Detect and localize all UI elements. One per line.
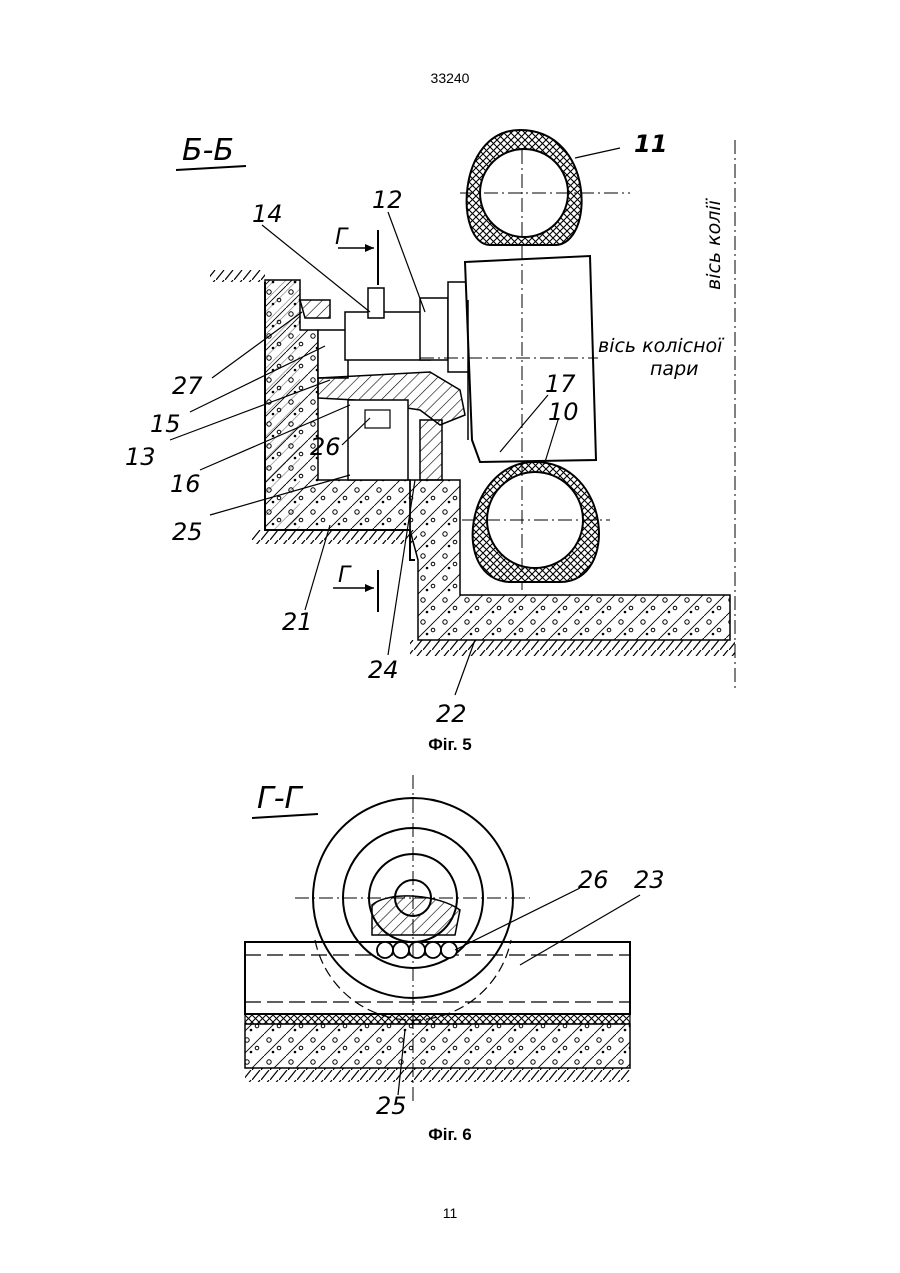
callout-23: 23	[634, 866, 665, 894]
callout-25-fig6: 25	[376, 1092, 407, 1120]
bracket-27	[300, 300, 330, 318]
svg-text:Г: Г	[338, 563, 352, 588]
axis-label-wheelset: вісь колісної	[598, 335, 725, 357]
shaft-14	[368, 288, 384, 318]
callout-21: 21	[282, 608, 313, 636]
callout-24: 24	[368, 656, 399, 684]
tyre-11	[467, 130, 582, 245]
callout-15: 15	[150, 410, 181, 438]
figure-6: Г-Г	[245, 775, 665, 1120]
callout-17: 17	[545, 370, 576, 398]
callout-26-fig6: 26	[578, 866, 609, 894]
figure-5-caption: Фіг. 5	[0, 735, 900, 755]
callout-10: 10	[548, 398, 579, 426]
callout-26: 26	[310, 433, 341, 461]
ground-hatch-top	[210, 270, 265, 282]
concrete-base	[245, 1024, 630, 1068]
ground-hatch-bottom	[410, 640, 735, 656]
figure-6-caption: Фіг. 6	[0, 1125, 900, 1145]
callout-25: 25	[172, 518, 203, 546]
section-label-g-g: Г-Г	[257, 781, 304, 816]
callout-12: 12	[372, 186, 403, 214]
drive-block	[345, 312, 430, 360]
tyre-10	[473, 462, 599, 582]
post-24	[420, 420, 442, 480]
ground-hatch-left-bottom	[252, 530, 417, 544]
callout-16: 16	[170, 470, 201, 498]
callout-13: 13	[125, 443, 156, 471]
callout-22: 22	[436, 700, 467, 728]
callout-11: 11	[634, 130, 667, 158]
cut-marker-top: Г	[335, 225, 378, 285]
axis-label-wheelset-2: пари	[650, 358, 698, 380]
callout-14: 14	[252, 200, 283, 228]
page-number: 11	[0, 1205, 900, 1221]
axis-label-track: вісь колії	[703, 197, 725, 290]
svg-text:Г: Г	[335, 225, 349, 250]
section-label-b-b: Б-Б	[182, 133, 234, 168]
wheelset-body	[465, 256, 596, 462]
figure-5: Б-Б	[125, 130, 735, 728]
base-plate	[245, 1014, 630, 1024]
rollers-26	[377, 942, 457, 958]
gear-12	[420, 298, 448, 360]
callout-27: 27	[172, 372, 203, 400]
ground-hatch-fig6	[245, 1068, 630, 1082]
housing-15	[318, 330, 348, 378]
cut-marker-bottom: Г	[333, 563, 378, 612]
